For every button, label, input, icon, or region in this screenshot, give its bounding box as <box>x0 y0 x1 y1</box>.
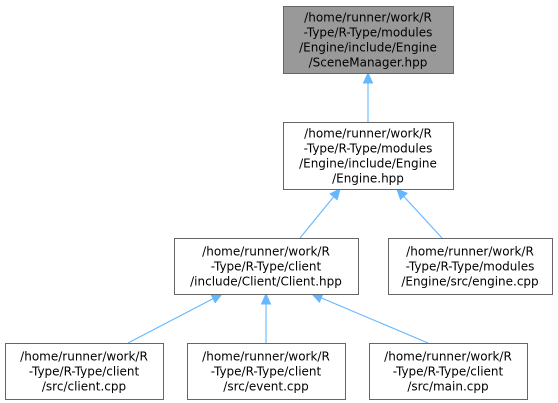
node-label-line: -Type/R-Type/modules <box>304 26 433 40</box>
node-label-line: /Engine.hpp <box>332 172 404 186</box>
node-box <box>369 343 528 400</box>
node-label-line: -Type/R-Type/modules <box>304 142 433 156</box>
node-box <box>388 238 553 295</box>
node-box <box>5 343 164 400</box>
node-label-line: /src/main.cpp <box>407 380 488 394</box>
node-label-line: /home/runner/work/R <box>304 127 432 141</box>
node-label-line: /home/runner/work/R <box>20 350 148 364</box>
node-event_cpp[interactable]: /home/runner/work/R-Type/R-Type/client/s… <box>187 343 346 400</box>
edge-main_cpp-to-client_hpp <box>310 293 429 344</box>
node-box <box>187 343 346 400</box>
node-main_cpp[interactable]: /home/runner/work/R-Type/R-Type/client/s… <box>369 343 528 400</box>
node-label-line: /src/event.cpp <box>223 380 308 394</box>
edge-arrowhead <box>210 293 224 304</box>
edge-event_cpp-to-client_hpp <box>260 292 272 343</box>
edge-line <box>320 297 429 344</box>
node-engine_hpp[interactable]: /home/runner/work/R-Type/R-Type/modules/… <box>283 122 454 190</box>
node-box <box>283 6 454 74</box>
edges-layer <box>127 71 443 344</box>
edge-engine_hpp-to-scenemanager <box>362 71 374 122</box>
node-label-line: /src/client.cpp <box>42 380 126 394</box>
node-label-line: -Type/R-Type/client <box>211 365 322 379</box>
edge-line <box>299 196 335 239</box>
edge-arrowhead <box>362 71 374 84</box>
node-label-line: -Type/R-Type/client <box>393 365 504 379</box>
nodes-layer: /home/runner/work/R-Type/R-Type/modules/… <box>5 6 553 400</box>
node-label-line: -Type/R-Type/client <box>211 260 322 274</box>
edge-arrowhead <box>329 188 341 201</box>
node-label-line: /home/runner/work/R <box>202 350 330 364</box>
node-label-line: /SceneManager.hpp <box>309 56 428 70</box>
edge-line <box>403 195 443 239</box>
edge-arrowhead <box>396 188 408 201</box>
node-label-line: -Type/R-Type/client <box>29 365 140 379</box>
edge-engine_cpp-to-engine_hpp <box>396 188 443 239</box>
node-label-line: /home/runner/work/R <box>304 11 432 25</box>
node-label-line: /Engine/include/Engine <box>299 157 437 171</box>
node-box <box>174 238 359 295</box>
node-engine_cpp[interactable]: /home/runner/work/R-Type/R-Type/modules/… <box>388 238 553 295</box>
node-box <box>283 122 454 190</box>
edge-client_hpp-to-engine_hpp <box>299 188 341 239</box>
edge-line <box>127 298 214 344</box>
node-label-line: /Engine/src/engine.cpp <box>401 275 538 289</box>
edge-client_cpp-to-client_hpp <box>127 293 224 344</box>
node-label-line: /Engine/include/Engine <box>299 41 437 55</box>
node-client_hpp[interactable]: /home/runner/work/R-Type/R-Type/client/i… <box>174 238 359 295</box>
node-label-line: -Type/R-Type/modules <box>406 260 535 274</box>
node-label-line: /include/Client/Client.hpp <box>190 275 342 289</box>
node-client_cpp[interactable]: /home/runner/work/R-Type/R-Type/client/s… <box>5 343 164 400</box>
node-scenemanager: /home/runner/work/R-Type/R-Type/modules/… <box>283 6 454 74</box>
node-label-line: /home/runner/work/R <box>202 245 330 259</box>
edge-arrowhead <box>260 292 272 305</box>
node-label-line: /home/runner/work/R <box>384 350 512 364</box>
node-label-line: /home/runner/work/R <box>406 245 534 259</box>
